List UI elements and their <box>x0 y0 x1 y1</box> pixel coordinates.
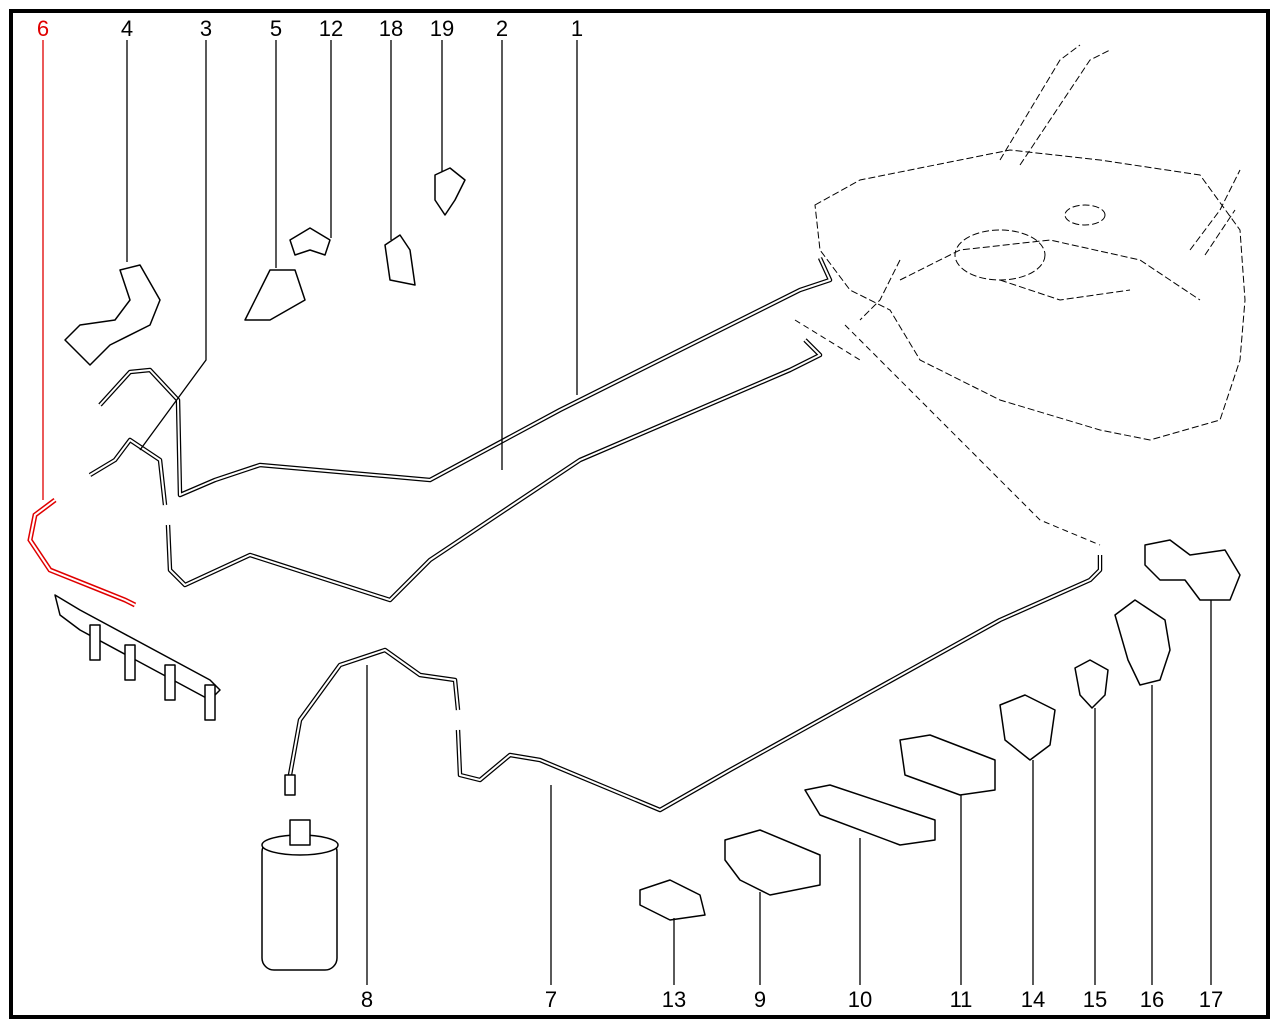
clip-19 <box>434 167 466 216</box>
callout-label-3: 3 <box>200 16 212 41</box>
callout-label-8: 8 <box>361 987 373 1012</box>
clip-15 <box>1074 659 1109 709</box>
callout-label-17: 17 <box>1199 987 1223 1012</box>
clip-12 <box>289 227 331 256</box>
pipe-8 <box>287 647 461 776</box>
clip-13 <box>639 879 706 921</box>
callout-label-5: 5 <box>270 16 282 41</box>
callout-label-14: 14 <box>1021 987 1045 1012</box>
clip-11 <box>899 734 996 796</box>
callout-label-16: 16 <box>1140 987 1164 1012</box>
callout-label-6: 6 <box>37 16 49 41</box>
fuel-tank <box>814 44 1246 441</box>
fuel-canister <box>261 774 339 971</box>
callout-label-13: 13 <box>662 987 686 1012</box>
clip-14 <box>999 694 1056 761</box>
bracket-18 <box>384 234 416 286</box>
connection-dashline <box>794 319 861 361</box>
callout-label-2: 2 <box>496 16 508 41</box>
leader-lines <box>42 40 1212 985</box>
callout-label-15: 15 <box>1083 987 1107 1012</box>
pipe-6-highlighted <box>27 498 137 608</box>
callout-label-18: 18 <box>379 16 403 41</box>
callout-label-1: 1 <box>571 16 583 41</box>
callout-label-4: 4 <box>121 16 133 41</box>
callout-label-19: 19 <box>430 16 454 41</box>
pipe-1 <box>98 257 833 498</box>
clip-9 <box>724 829 821 896</box>
bracket-4 <box>64 264 161 366</box>
clip-10 <box>804 784 936 846</box>
bracket-5 <box>244 269 306 321</box>
callout-label-9: 9 <box>754 987 766 1012</box>
callout-label-12: 12 <box>319 16 343 41</box>
pipe-3 <box>88 437 168 506</box>
connection-dashline <box>844 324 1101 546</box>
pipe-2 <box>165 338 823 603</box>
fuel-rail <box>54 594 221 721</box>
callout-label-10: 10 <box>848 987 872 1012</box>
frame-border <box>9 9 1270 1019</box>
pipe-7 <box>455 555 1103 813</box>
clip-17 <box>1144 539 1241 601</box>
clip-16 <box>1114 599 1171 686</box>
callout-label-11: 11 <box>950 987 973 1012</box>
callout-label-7: 7 <box>545 987 557 1012</box>
